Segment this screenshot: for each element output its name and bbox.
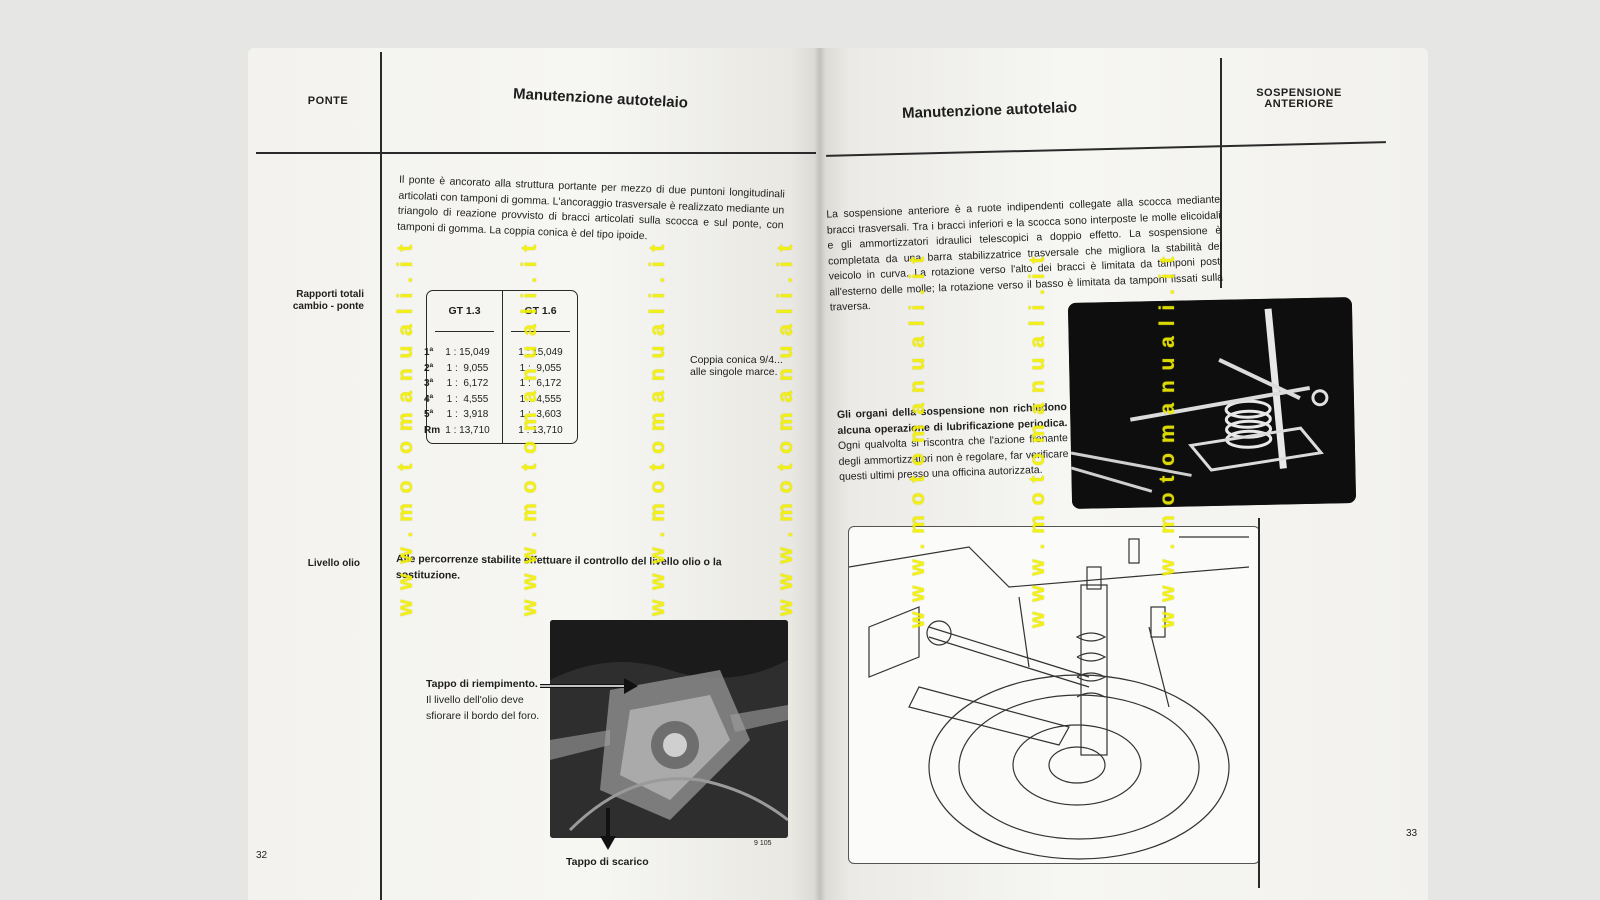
page-number-right: 33: [1406, 828, 1418, 839]
ponte-description: Il ponte è ancorato alla struttura porta…: [397, 173, 786, 242]
section-label-ponte: PONTE: [307, 95, 349, 107]
page-number-left: 32: [256, 850, 268, 861]
right-margin-rule: [1220, 58, 1222, 288]
right-page: SOSPENSIONE ANTERIORE Manutenzione autot…: [820, 48, 1428, 900]
left-header-rule: [256, 152, 816, 154]
values-gt13: 1 : 15,049 1 : 9,055 1 : 6,172 1 : 4,555…: [445, 347, 490, 436]
right-lower-rule: [1258, 518, 1260, 888]
gear-marks: 1ª 2ª 3ª 4ª 5ª Rm: [424, 347, 441, 436]
drain-plug-arrow: [600, 808, 616, 850]
watermark-3: w w w . m o t o m a n u a l i . i t: [646, 242, 669, 616]
watermark-2: w w w . m o t o m a n u a l i . i t: [518, 242, 541, 616]
rear-axle-illustration: [550, 620, 788, 838]
page-title-right: Manutenzione autotelaio: [901, 98, 1078, 123]
fill-plug-title: Tappo di riempimento.: [426, 678, 538, 690]
gear-ratio-table: GT 1.3 1ª 2ª 3ª 4ª 5ª Rm 1 : 15,049 1 : …: [424, 290, 578, 444]
fill-plug-caption: Tappo di riempimento. Il livello dell'ol…: [426, 676, 544, 724]
watermark-4: w w w . m o t o m a n u a l i . i t: [774, 242, 797, 616]
suspension-diagram: [848, 526, 1260, 864]
watermark-1: w w w . m o t o m a n u a l i . i t: [394, 242, 417, 616]
watermark-6: w w w . m o t o m a n u a l i . i t: [1026, 254, 1049, 628]
header-gt16: GT 1.6: [524, 305, 557, 317]
open-manual: PONTE Manutenzione autotelaio Il ponte è…: [248, 48, 1428, 900]
suspension-illustration: [1067, 297, 1357, 509]
ratios-label: Rapporti totali cambio - ponte: [292, 289, 364, 312]
right-header-rule: [826, 141, 1386, 157]
suspension-photo: [1067, 297, 1357, 509]
oil-level-text: Alle percorrenze stabilite effettuare il…: [395, 552, 722, 582]
watermark-5: w w w . m o t o m a n u a l i . i t: [906, 254, 929, 628]
front-suspension-drawing: [849, 536, 1250, 860]
page-title-left: Manutenzione autotelaio: [512, 85, 689, 112]
book-spine: [814, 48, 826, 900]
oil-level-label: Livello olio: [307, 558, 360, 569]
photo-code: 9 105: [754, 840, 772, 847]
fill-plug-arrow: [540, 678, 638, 694]
section-label-sospensione: SOSPENSIONE ANTERIORE: [1256, 87, 1342, 110]
left-page: PONTE Manutenzione autotelaio Il ponte è…: [248, 48, 820, 900]
rear-axle-photo: [550, 620, 788, 838]
watermark-7: w w w . m o t o m a n u a l i . i t: [1156, 254, 1179, 628]
left-margin-rule: [380, 52, 382, 900]
fill-plug-desc: Il livello dell'olio deve sfiorare il bo…: [426, 694, 540, 722]
drain-plug-caption: Tappo di scarico: [566, 856, 649, 868]
header-gt13: GT 1.3: [448, 305, 481, 317]
column-gt16: GT 1.6 1 : 15,049 1 : 9,055 1 : 6,172 1 …: [502, 291, 578, 443]
column-gt13: GT 1.3 1ª 2ª 3ª 4ª 5ª Rm 1 : 15,049 1 : …: [424, 291, 502, 443]
coppia-conica-note: Coppia conica 9/4... alle singole marce.: [690, 354, 783, 378]
values-gt16: 1 : 15,049 1 : 9,055 1 : 6,172 1 : 4,555…: [518, 347, 563, 436]
